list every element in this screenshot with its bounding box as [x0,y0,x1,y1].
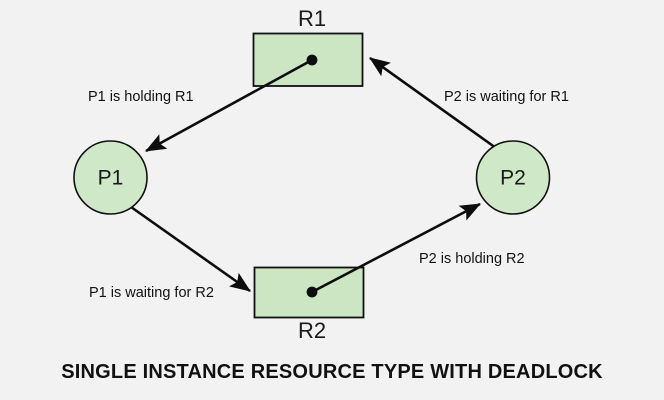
allocation-dot-r2 [306,286,318,298]
allocation-dot-r1 [306,54,318,66]
edge-label-p2-waiting-r1: P2 is waiting for R1 [444,89,569,105]
edge-label-p1-holding-r1: P1 is holding R1 [88,89,194,105]
edge-p1-to-r2 [130,205,251,293]
edge-label-p1-waiting-r2: P1 is waiting for R2 [89,285,214,301]
process-node-p1[interactable] [73,140,148,215]
diagram-caption: SINGLE INSTANCE RESOURCE TYPE WITH DEADL… [61,361,603,383]
edge-r1-to-p1 [145,58,313,153]
edge-p2-to-r1 [369,56,497,150]
resource-label-r2: R2 [298,318,326,343]
resource-label-r1: R1 [298,6,326,31]
process-node-p2[interactable] [475,140,551,215]
edge-r2-to-p2 [311,202,481,294]
process-label-p1: P1 [98,167,124,190]
process-label-p2: P2 [500,167,526,190]
edge-label-p2-holding-r2: P2 is holding R2 [419,251,525,267]
